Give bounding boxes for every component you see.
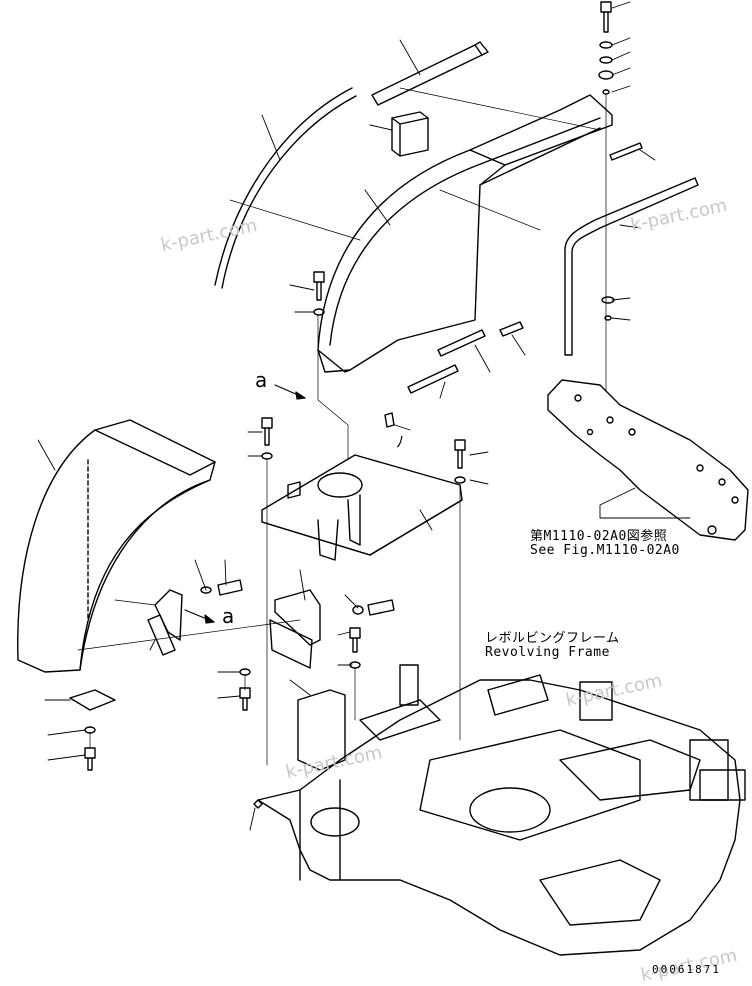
- revolving-frame-label-jp: レボルビングフレーム: [485, 631, 620, 646]
- alignment-lines: [77, 87, 607, 766]
- revolving-frame: [257, 664, 746, 956]
- counterweight-bracket-plate: [547, 379, 749, 541]
- note-mark: ﾉ: [396, 432, 405, 451]
- view-marker-lower: a: [222, 604, 235, 628]
- cushion-block: [391, 111, 429, 157]
- leader-lines: [37, 1, 691, 831]
- top-seal-strip: [371, 41, 489, 106]
- small-strips: [407, 142, 643, 394]
- view-marker-upper: a: [255, 368, 268, 392]
- curved-seal-strip-left: [214, 87, 357, 289]
- counterweight-frame-ref-jp: 第M1110-02A0図参照: [530, 529, 668, 544]
- right-seal-strip: [564, 177, 699, 356]
- view-arrows: [184, 384, 306, 624]
- counterweight-frame-ref-en: See Fig.M1110-02A0: [530, 543, 680, 558]
- upper-cover-fender: [317, 94, 613, 373]
- revolving-frame-label-en: Revolving Frame: [485, 645, 610, 660]
- fasteners: [84, 1, 615, 809]
- figure-id: 00061871: [652, 963, 721, 976]
- center-mounting-plate: [261, 454, 463, 561]
- left-fender-cover: [17, 419, 216, 673]
